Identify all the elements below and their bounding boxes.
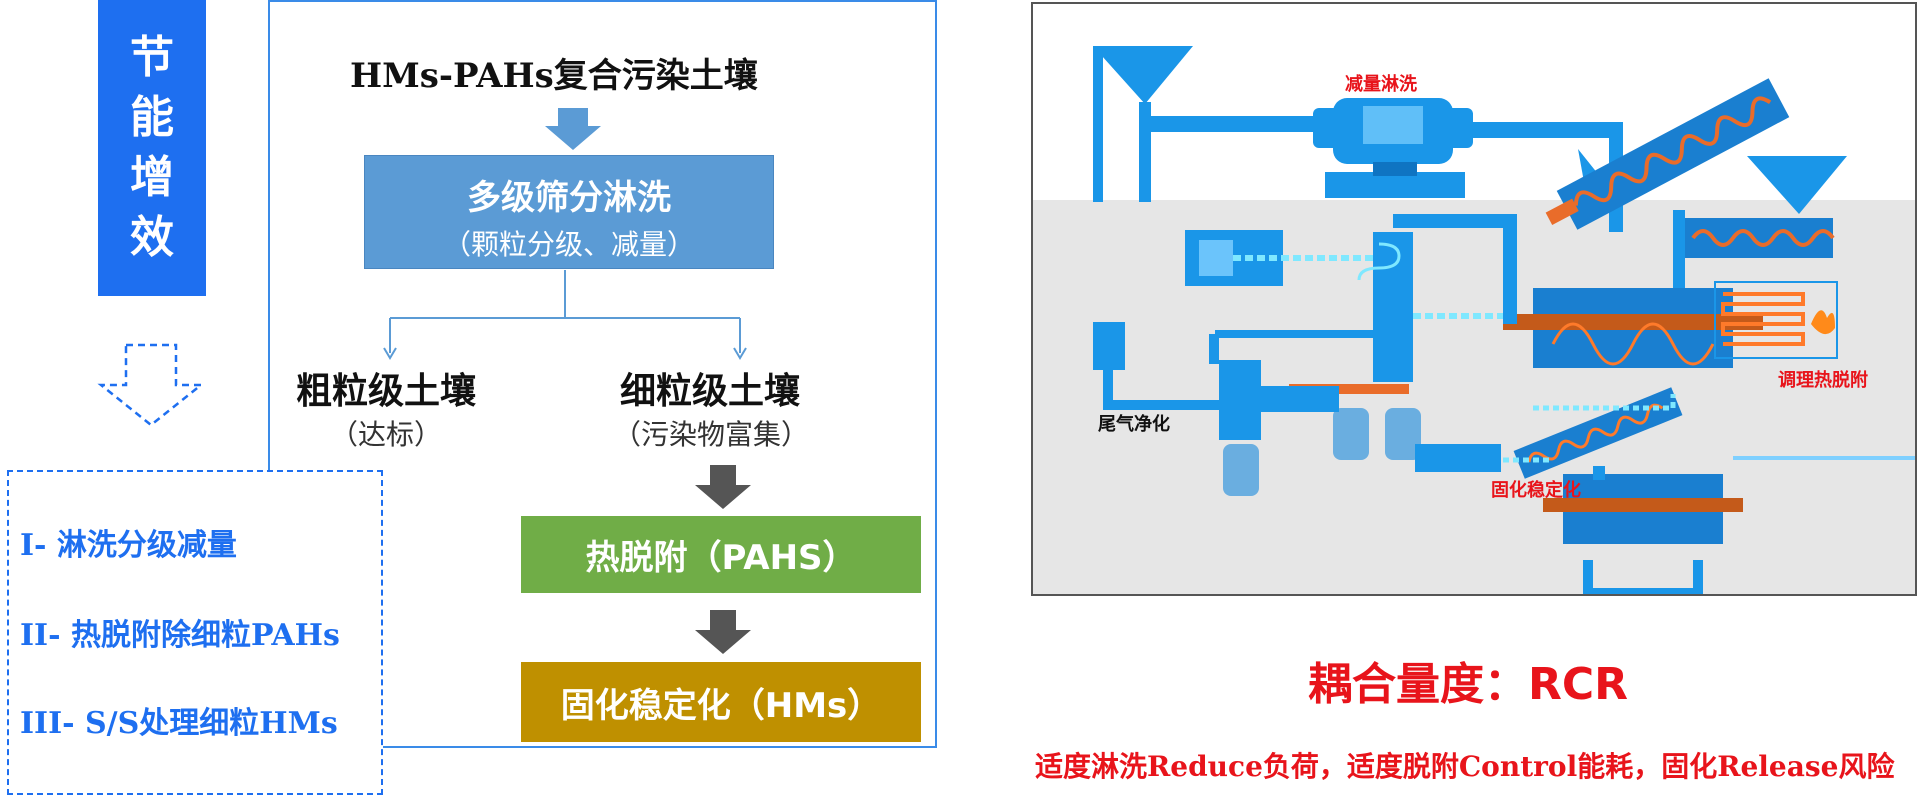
solidification-box: 固化稳定化（HMs）	[521, 662, 921, 742]
screening-wash-box: 多级筛分淋洗 （颗粒分级、减量）	[364, 155, 774, 269]
down-arrow-icon-3	[695, 610, 751, 654]
wash-label: 减量淋洗	[1345, 74, 1417, 95]
screening-title: 多级筛分淋洗	[467, 178, 671, 218]
flow-headline: HMs-PAHs复合污染土壤	[350, 56, 758, 96]
thermal-desorption-box: 热脱附（PAHS）	[521, 516, 921, 593]
tower-icon	[1373, 232, 1413, 382]
tail-gas-label: 尾气净化	[1098, 414, 1170, 435]
title-char-3: 增	[130, 152, 174, 203]
hopper-icon	[1093, 46, 1193, 104]
coupling-metric: 耦合量度：RCR	[1308, 659, 1629, 710]
title-char-2: 能	[130, 92, 174, 143]
coarse-soil-sub: （达标）	[330, 418, 443, 451]
stage-list-box	[7, 470, 383, 795]
fire-icon	[1811, 310, 1835, 335]
schematic-drawing	[1033, 46, 1915, 594]
process-schematic: 减量淋洗 尾气净化 调理热脱附 固化稳定化	[1031, 2, 1917, 596]
down-arrow-icon-2	[695, 465, 751, 509]
dashed-down-arrow-icon	[97, 343, 205, 427]
stage-3: III- S/S处理细粒HMs	[20, 706, 338, 741]
down-arrow-icon	[545, 108, 601, 150]
coarse-soil-label: 粗粒级土壤	[296, 371, 477, 412]
energy-efficiency-title: 节 能 增 效	[98, 0, 206, 296]
title-char-1: 节	[130, 32, 174, 83]
stage-2: II- 热脱附除细粒PAHs	[20, 618, 340, 653]
fine-soil-sub: （污染物富集）	[613, 418, 810, 451]
stabilize-label: 固化稳定化	[1491, 480, 1581, 501]
screening-subtitle: （颗粒分级、减量）	[442, 228, 695, 261]
title-char-4: 效	[130, 212, 174, 263]
strategy-footer: 适度淋洗Reduce负荷，适度脱附Control能耗，固化Release风险	[1035, 750, 1895, 783]
fine-soil-label: 细粒级土壤	[620, 371, 801, 412]
stage-1: I- 淋洗分级减量	[20, 528, 237, 563]
conditioning-label: 调理热脱附	[1778, 370, 1868, 391]
split-connector	[383, 270, 747, 360]
